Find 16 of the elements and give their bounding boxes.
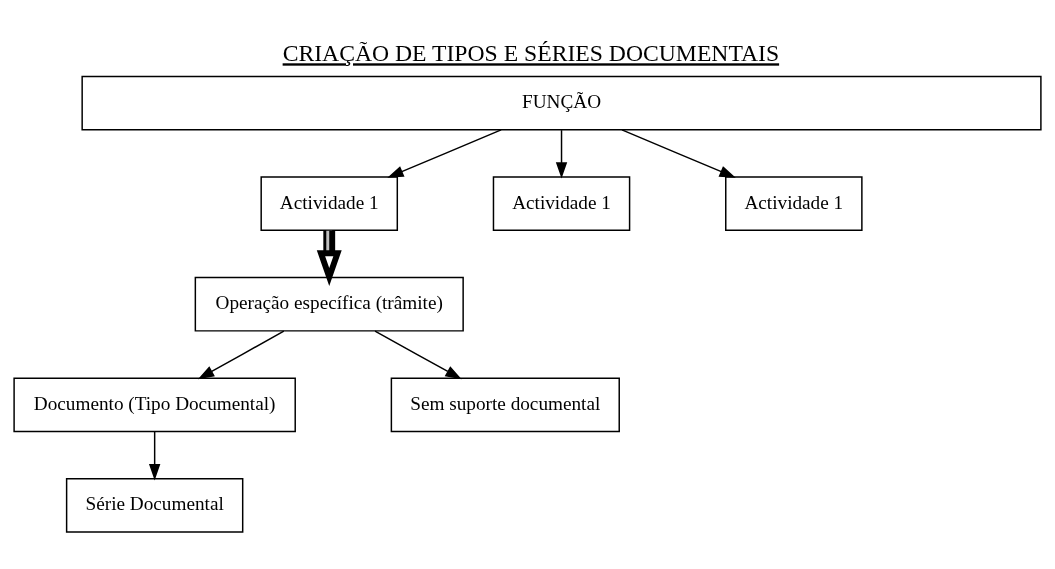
arrow <box>621 128 736 178</box>
arrow <box>197 329 285 379</box>
node-box: Actividade 1 <box>725 175 863 231</box>
node-box: Sem suporte documental <box>390 376 620 432</box>
arrow <box>387 128 502 178</box>
node-box: FUNÇÃO <box>81 75 1042 130</box>
arrow <box>374 329 462 379</box>
arrow <box>148 430 161 480</box>
arrow <box>555 128 568 179</box>
arrow <box>316 230 342 286</box>
node-box: Actividade 1 <box>260 175 399 231</box>
node-box: Actividade 1 <box>492 175 631 231</box>
node-box: Operação específica (trâmite) <box>194 276 464 332</box>
node-box: Documento (Tipo Documental) <box>13 376 296 432</box>
node-box: Série Documental <box>65 477 244 533</box>
diagram-title: CRIAÇÃO DE TIPOS E SÉRIES DOCUMENTAIS <box>282 39 780 66</box>
